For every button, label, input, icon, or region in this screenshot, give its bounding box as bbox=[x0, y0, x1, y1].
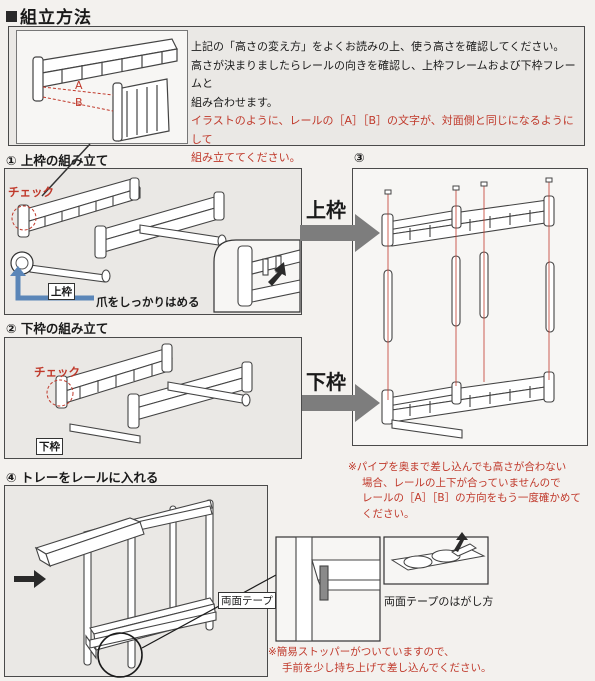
step4-title: ④ トレーをレールに入れる bbox=[6, 470, 159, 485]
step4-note: ※簡易ストッパーがついていますので、 手前を少し持ち上げて差し込んでください。 bbox=[268, 645, 568, 676]
intro-line-3: 組み合わせます。 bbox=[191, 95, 278, 109]
step3-note: ※パイプを奥まで差し込んでも高さが合わない 場合、レールの上下が合っていませんの… bbox=[348, 460, 588, 522]
step2-title: ② 下枠の組み立て bbox=[6, 321, 109, 336]
label-b: B bbox=[75, 96, 83, 109]
step1-caption: 爪をしっかりはめる bbox=[94, 294, 202, 310]
step3-title: ③ bbox=[354, 150, 365, 165]
step2-tag: 下枠 bbox=[36, 438, 63, 455]
intro-red-line-1: イラストのように、レールの［A］［B］の文字が、対面側と同じになるようにして bbox=[191, 114, 574, 146]
step2-check-label: チェック bbox=[34, 365, 80, 379]
step3-note-line-4: ください。 bbox=[362, 507, 415, 520]
step1-check-label: チェック bbox=[8, 185, 54, 199]
upper-frame-label: 上枠 bbox=[306, 198, 346, 222]
step4-panel bbox=[4, 485, 268, 677]
step3-panel bbox=[352, 168, 588, 446]
label-a: A bbox=[75, 79, 83, 92]
lower-frame-label: 下枠 bbox=[306, 370, 346, 394]
intro-line-1: 上記の「高さの変え方」をよくお読みの上、使う高さを確認してください。 bbox=[191, 40, 565, 53]
peel-label: 両面テープのはがし方 bbox=[384, 595, 494, 608]
intro-text: 上記の「高さの変え方」をよくお読みの上、使う高さを確認してください。 高さが決ま… bbox=[191, 38, 581, 168]
page-title: 組立方法 bbox=[6, 3, 92, 28]
step1-tag: 上枠 bbox=[48, 283, 75, 300]
step4-note-line-2: 手前を少し持ち上げて差し込んでください。 bbox=[282, 661, 492, 674]
tape-label: 両面テープ bbox=[218, 592, 276, 609]
intro-red-line-2: 組み立ててください。 bbox=[191, 151, 301, 164]
intro-illustration: A B bbox=[16, 30, 188, 144]
intro-line-2: 高さが決まりましたらレールの向きを確認し、上枠フレームおよび下枠フレームと bbox=[191, 58, 576, 91]
step3-note-line-1: ※パイプを奥まで差し込んでも高さが合わない bbox=[348, 461, 567, 473]
page-title-text: 組立方法 bbox=[20, 8, 92, 28]
step1-title: ① 上枠の組み立て bbox=[6, 153, 109, 168]
step4-note-line-1: ※簡易ストッパーがついていますので、 bbox=[268, 646, 455, 658]
title-square-icon bbox=[6, 11, 17, 22]
rail-ab-illustration: A B bbox=[32, 38, 178, 142]
step3-note-line-2: 場合、レールの上下が合っていませんので bbox=[362, 476, 561, 489]
step3-note-line-3: レールの［A］［B］の方向をもう一度確かめて bbox=[362, 492, 581, 504]
